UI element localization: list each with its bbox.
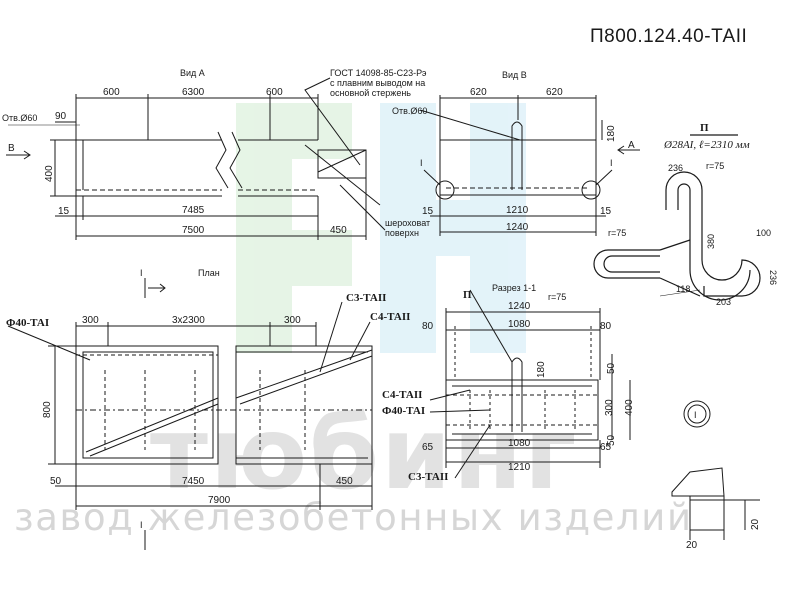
plan-label-c3: С3-ТАII [346, 292, 386, 304]
view-b-hole-label: Отв.Ø60 [392, 106, 427, 116]
plan-section-mark-top: I [140, 268, 143, 278]
plan-view [7, 278, 373, 550]
loop-dim-236-right: 236 [768, 270, 778, 285]
watermark-logo-text: тюбинг [150, 395, 579, 512]
plan-dim-7450: 7450 [182, 476, 205, 487]
section-title: Разрез 1-1 [492, 283, 536, 293]
plan-dim-50: 50 [50, 476, 62, 487]
view-b-dim-620-right: 620 [546, 87, 563, 98]
view-a-dim-7500: 7500 [182, 225, 205, 236]
plan-dim-7900: 7900 [208, 495, 231, 506]
section-dim-80-left: 80 [422, 321, 434, 332]
section-dim-1240: 1240 [508, 301, 531, 312]
section-dim-50-top: 50 [606, 362, 617, 374]
view-b-arrow-label: А [628, 140, 635, 151]
section-label-c3: С3-ТАII [408, 471, 448, 483]
view-a-dim-600-left: 600 [103, 87, 120, 98]
view-a-dim-7485: 7485 [182, 205, 205, 216]
section-dim-1080-bottom: 1080 [508, 438, 531, 449]
rough-note-line-2: поверхн [385, 228, 419, 238]
view-b-dim-15-right: 15 [600, 206, 612, 217]
view-a-dim-600-right: 600 [266, 87, 283, 98]
view-b-elevation [419, 95, 640, 236]
view-a-dim-90: 90 [55, 111, 67, 122]
view-a-hole-label: Отв.Ø60 [2, 113, 37, 123]
section-dim-80-right: 80 [600, 321, 612, 332]
loop-spec: Ø28AI, ℓ=2310 мм [663, 139, 750, 151]
gost-note-line-3: основной стержень [330, 88, 411, 98]
view-a-arrow-label: В [8, 143, 15, 154]
node-dim-20-vertical: 20 [750, 518, 761, 530]
view-b-dim-1240: 1240 [506, 222, 529, 233]
view-b-dim-1210: 1210 [506, 205, 529, 216]
loop-dim-r75-top: r=75 [706, 161, 724, 171]
section-dim-65-left: 65 [422, 442, 434, 453]
loop-dim-r75-bottom: r=75 [548, 292, 566, 302]
view-b-section-mark-right: I [610, 158, 613, 168]
node-dim-20-horizontal: 20 [686, 540, 698, 551]
plan-section-mark-bottom: I [140, 520, 143, 530]
loop-dim-100: 100 [756, 228, 771, 238]
view-b-title: Вид В [502, 70, 527, 80]
section-loop-label: П [463, 289, 472, 301]
section-dim-1210: 1210 [508, 462, 531, 473]
section-1-1 [429, 289, 631, 479]
view-a-title: Вид А [180, 68, 205, 78]
watermark-logo [236, 103, 526, 353]
rough-note-line-1: шероховат [385, 218, 430, 228]
view-a-elevation [6, 77, 386, 240]
section-label-f40: Ф40-ТАI [382, 405, 425, 417]
view-a-dim-6300: 6300 [182, 87, 205, 98]
view-b-dim-180: 180 [606, 125, 617, 142]
gost-note-line-2: с плавним выводом на [330, 78, 425, 88]
plan-dim-450: 450 [336, 476, 353, 487]
loop-detail [593, 134, 761, 301]
section-dim-180: 180 [536, 361, 547, 378]
watermark-company-line: завод железобетонных изделий [14, 496, 693, 539]
drawing-code: П800.124.40-ТАII [590, 26, 748, 47]
loop-dim-118: 118 [676, 284, 690, 294]
plan-label-f40: Ф40-ТАI [6, 317, 49, 329]
plan-dim-800: 800 [42, 401, 53, 418]
section-dim-300: 300 [604, 399, 615, 416]
plan-dim-300-right: 300 [284, 315, 301, 326]
plan-dim-3x2300: 3х2300 [172, 315, 205, 326]
loop-title: П [700, 122, 709, 134]
view-b-dim-620-left: 620 [470, 87, 487, 98]
node-detail [671, 400, 760, 540]
plan-label-c4: С4-ТАII [370, 311, 410, 323]
section-dim-400: 400 [624, 399, 635, 416]
gost-note-line-1: ГОСТ 14098-85-С23-Рэ [330, 68, 427, 78]
node-mark: I [694, 410, 697, 420]
view-a-dim-15: 15 [58, 206, 70, 217]
section-dim-1080-top: 1080 [508, 319, 531, 330]
section-dim-65-right: 65 [600, 442, 612, 453]
loop-dim-203: 203 [716, 297, 731, 307]
section-dim-50-bottom: 50 [606, 434, 617, 446]
loop-dim-380: 380 [706, 234, 716, 249]
section-label-c4: С4-ТАII [382, 389, 422, 401]
view-b-dim-15-left: 15 [422, 206, 434, 217]
view-a-dim-400: 400 [44, 165, 55, 182]
plan-dim-300-left: 300 [82, 315, 99, 326]
loop-dim-236-top: 236 [668, 163, 683, 173]
plan-title: План [198, 268, 220, 278]
view-a-dim-450: 450 [330, 225, 347, 236]
loop-dim-r75-left: r=75 [608, 228, 626, 238]
view-b-section-mark-left: I [420, 158, 423, 168]
